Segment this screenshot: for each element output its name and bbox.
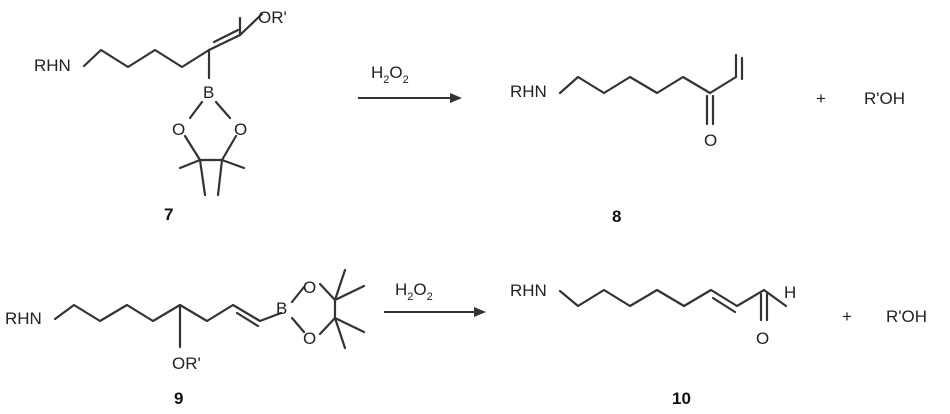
compound-9-pinacol-ring <box>290 282 337 336</box>
compound-7-oxygen-right: O <box>234 120 247 139</box>
compound-10-amine-label: RHN <box>510 281 547 300</box>
compound-10-carbonyl-bonds <box>759 292 769 322</box>
compound-9-double-bond-inner <box>235 311 260 328</box>
compound-7-oxygen-left: O <box>172 120 185 139</box>
compound-9-oxygen-bottom: O <box>303 329 316 348</box>
compound-8-carbonyl-label: O <box>704 131 717 150</box>
compound-10-structure: RHN O H 10 <box>510 281 796 408</box>
compound-9-number: 9 <box>174 389 183 408</box>
compound-7-number: 7 <box>164 205 173 224</box>
compound-7-amine-label: RHN <box>34 56 71 75</box>
reaction-1-arrow: H2O2 <box>358 63 462 103</box>
compound-9-oxygen-top: O <box>303 278 316 297</box>
reaction-1-reagent: H2O2 <box>371 63 409 86</box>
compound-9-boron-label: B <box>276 299 287 318</box>
compound-7-pinacol-ring <box>183 100 238 162</box>
reaction-2-reagent: H2O2 <box>395 280 433 303</box>
compound-8-carbonyl-bonds <box>705 94 715 126</box>
reaction-1: RHN OR' B O O 7 H2O2 RHN O 8 <box>34 8 905 226</box>
compound-10-aldehyde-h: H <box>784 283 796 302</box>
compound-10-alkyl-chain <box>558 288 788 308</box>
compound-7-double-bond-inner <box>212 28 240 44</box>
compound-9-ether-label: OR' <box>172 354 201 373</box>
compound-10-carbonyl-label: O <box>756 329 769 348</box>
compound-7-boron-label: B <box>203 83 214 102</box>
reaction-1-plus: + <box>816 89 826 108</box>
reaction-2-arrow: H2O2 <box>384 280 486 317</box>
reaction-2-byproduct: R'OH <box>886 307 927 326</box>
compound-8-amine-label: RHN <box>510 82 547 101</box>
reaction-1-byproduct: R'OH <box>864 89 905 108</box>
compound-7-alkyl-chain <box>82 48 211 69</box>
compound-7-ether-label: OR' <box>258 8 287 27</box>
compound-9-amine-label: RHN <box>5 309 42 328</box>
compound-8-alkyl-chain <box>558 53 738 95</box>
compound-10-double-bond-inner <box>711 296 737 314</box>
compound-8-structure: RHN O 8 <box>510 53 744 226</box>
compound-7-methyl-groups <box>178 158 246 197</box>
reaction-2: RHN OR' B O O 9 H2O2 RHN O H 10 <box>5 268 927 408</box>
compound-9-structure: RHN OR' B O O 9 <box>5 268 366 408</box>
compound-7-structure: RHN OR' B O O 7 <box>34 8 287 224</box>
compound-9-alkyl-chain <box>53 303 283 323</box>
compound-9-methyl-groups <box>333 268 366 350</box>
compound-8-number: 8 <box>612 207 621 226</box>
reaction-2-plus: + <box>842 307 852 326</box>
compound-10-number: 10 <box>672 389 691 408</box>
